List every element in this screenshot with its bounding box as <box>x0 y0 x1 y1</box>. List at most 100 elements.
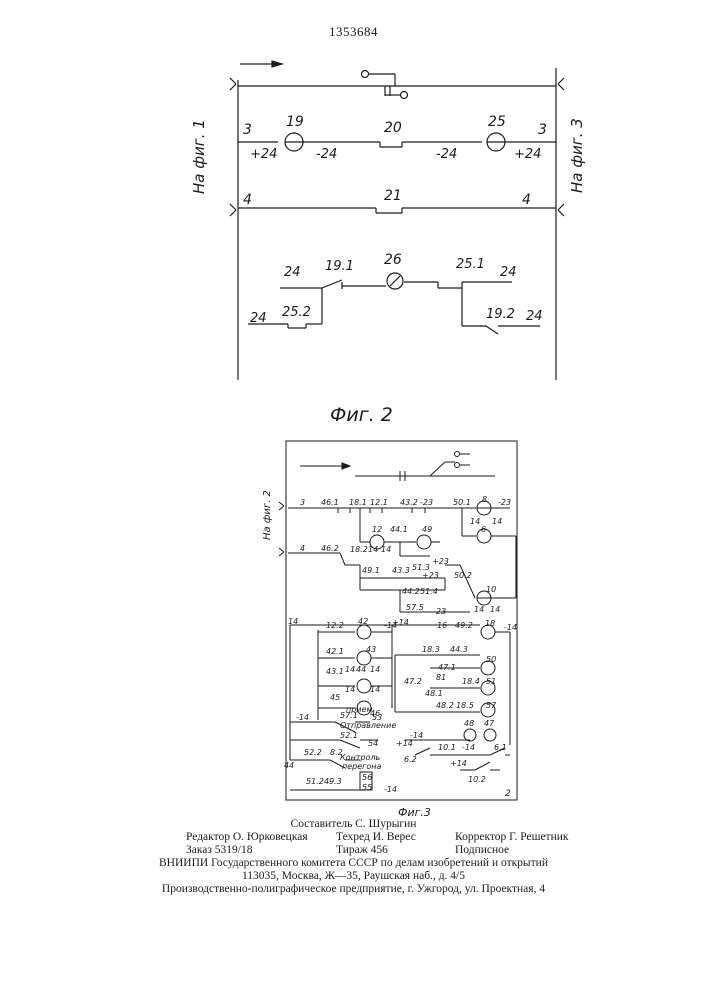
composer-line: Составитель С. Шурыгин <box>0 818 707 831</box>
f3-label: Отправление <box>340 721 396 730</box>
f3-label: 55 <box>362 783 372 792</box>
f3-label: 43.1 <box>326 667 344 676</box>
fig3-labels: На фиг. 2 2 3 46.1 18.1 12.1 43.2 -23 50… <box>262 490 517 799</box>
f3-label: -14 <box>384 621 397 630</box>
f3-label: 4 <box>300 544 305 553</box>
f3-label: 14 <box>345 665 355 674</box>
f3-label: 18.5 <box>456 701 474 710</box>
f3-label: 18 <box>485 619 495 628</box>
f3-label: 10 <box>486 585 496 594</box>
line3-right-label: 3 <box>538 122 547 138</box>
f3-label: 48.2 <box>436 701 454 710</box>
f3-label: 54 <box>368 739 378 748</box>
plant-line: Производственно-полиграфическое предприя… <box>0 883 707 896</box>
plus24-right: +24 <box>514 147 541 162</box>
f3-label: 57.5 <box>406 603 424 612</box>
subscription-line: Подписное <box>455 844 509 857</box>
f3-label: 49.3 <box>324 777 342 786</box>
f3-label: 56 <box>362 773 372 782</box>
techred-line: Техред И. Верес <box>336 831 416 844</box>
f3-label: 14 <box>370 665 380 674</box>
f3-label: перегона <box>342 762 381 771</box>
fig2-side-left: На фиг. 1 <box>190 119 208 194</box>
f3-label: 16 <box>437 621 447 630</box>
f3-label: 51.4 <box>420 587 438 596</box>
f3-label: 49.1 <box>362 566 380 575</box>
f3-label: 12 <box>372 525 382 534</box>
contact-19-1-label: 19.1 <box>325 259 354 274</box>
f3-label: 52.2 <box>304 748 322 757</box>
f3-label: 44.1 <box>390 525 408 534</box>
f3-label: +14 <box>450 759 467 768</box>
f3-label: прием <box>346 705 372 714</box>
f3-label: 12.1 <box>370 498 388 507</box>
f3-label: 43 <box>366 645 376 654</box>
f3-label: 14 <box>474 605 484 614</box>
contact-25-1-label: 25.1 <box>456 257 485 272</box>
f3-label: 14 <box>490 605 500 614</box>
f3-label: -14 <box>504 623 517 632</box>
f3-label: -14 <box>296 713 309 722</box>
c24-d: 24 <box>526 309 543 324</box>
f3-label: -14 <box>384 785 397 794</box>
f3-label: 18.4 <box>462 677 480 686</box>
contact-19-2-label: 19.2 <box>486 307 515 322</box>
fig3-side-left: На фиг. 2 <box>262 490 273 540</box>
f3-label: 10.2 <box>468 775 486 784</box>
f3-label: 42 <box>358 617 368 626</box>
f3-label: 14 <box>368 545 378 554</box>
circulation-line: Тираж 456 <box>336 844 388 857</box>
f3-label: +23 <box>422 571 439 580</box>
f3-label: 10.1 <box>438 743 456 752</box>
f3-label: 18.2 <box>350 545 368 554</box>
relay-19-label: 19 <box>286 114 304 130</box>
f3-label: Контроль <box>340 753 381 762</box>
fig2-labels: На фиг. 1 На фиг. 3 3 3 4 4 +24 -24 -24 … <box>190 114 586 326</box>
c24-b: 24 <box>500 265 517 280</box>
c24-a: 24 <box>284 265 301 280</box>
c24-c: 24 <box>250 311 267 326</box>
f3-label: 47 <box>484 719 495 728</box>
f3-label: 47.2 <box>404 677 422 686</box>
f3-label: 49 <box>422 525 432 534</box>
f3-label: 48 <box>464 719 474 728</box>
line4-right-label: 4 <box>522 192 531 208</box>
f3-label: 14 <box>381 545 391 554</box>
f3-label: 50.1 <box>453 498 471 507</box>
f3-label: 18.3 <box>422 645 440 654</box>
f3-label: -23 <box>420 498 433 507</box>
f3-label: 14 <box>288 617 298 626</box>
f3-label: 47.1 <box>438 663 456 672</box>
f3-label: 57 <box>486 701 497 710</box>
f3-label: 51 <box>486 677 496 686</box>
f3-label: 42.1 <box>326 647 344 656</box>
f3-label: 44.3 <box>450 645 468 654</box>
f3-label: 52.1 <box>340 731 358 740</box>
lamp-26-label: 26 <box>384 252 402 268</box>
f3-label: 50.2 <box>454 571 472 580</box>
minus24-a: -24 <box>316 147 337 162</box>
f3-label: 6.2 <box>404 755 417 764</box>
f3-label: 12.2 <box>326 621 344 630</box>
f3-label: 43.2 <box>400 498 418 507</box>
f3-label: 51.2 <box>306 777 324 786</box>
contact-21-label: 21 <box>384 188 402 204</box>
f3-label: 44 <box>284 761 294 770</box>
fig2-side-right: На фиг. 3 <box>568 118 586 193</box>
contact-25-2-label: 25.2 <box>282 305 311 320</box>
line3-left-label: 3 <box>243 122 252 138</box>
f3-label: -14 <box>462 743 475 752</box>
f3-label: 3 <box>300 498 305 507</box>
fig2-caption: Фиг. 2 <box>330 404 393 426</box>
fig2-diagram <box>230 61 564 380</box>
f3-label: 50 <box>486 655 496 664</box>
f3-label: 44.2 <box>402 587 420 596</box>
line4-left-label: 4 <box>243 192 252 208</box>
f3-label: +23 <box>432 557 449 566</box>
relay-25-label: 25 <box>488 114 506 130</box>
minus24-b: -24 <box>436 147 457 162</box>
f3-label: 14 <box>470 517 480 526</box>
f3-label: 48.1 <box>425 689 443 698</box>
order-line: Заказ 5319/18 <box>186 844 253 857</box>
